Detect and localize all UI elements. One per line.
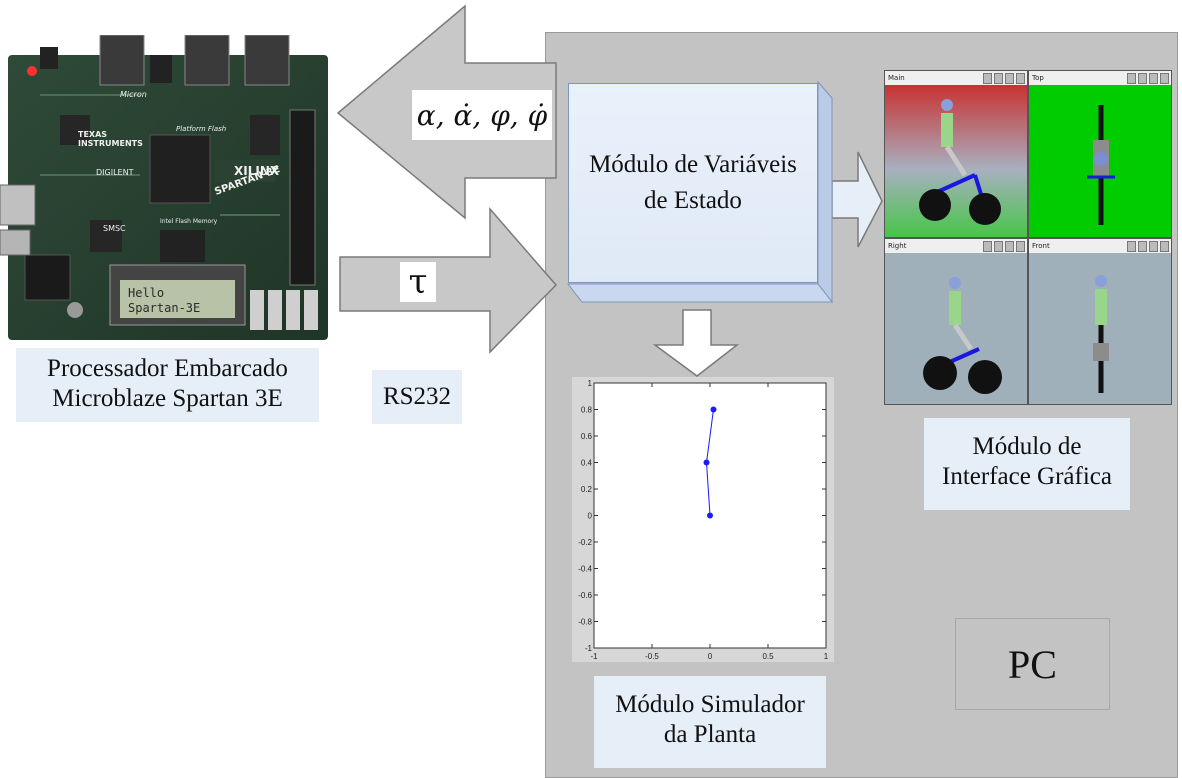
print-xilinx: XILINX — [234, 164, 280, 178]
view-front: Front — [1028, 238, 1172, 405]
x-tick-label: -1 — [590, 652, 598, 661]
bike-figure-front — [1029, 253, 1171, 404]
simulator-label-line1: Módulo Simulador — [615, 691, 805, 718]
simulator-label: Módulo Simulador da Planta — [594, 676, 826, 768]
torque-text: τ — [408, 262, 428, 302]
series-point — [707, 512, 713, 519]
view-top: Top — [1028, 70, 1172, 238]
x-tick-label: 1 — [824, 652, 829, 661]
lcd-line1: Hello — [128, 286, 164, 300]
series-point — [710, 406, 717, 413]
bike-figure-right — [885, 253, 1027, 404]
state-module-line1: Módulo de Variáveis — [589, 151, 797, 178]
plot-svg: -1 -0.5 0 0.5 1 1 0.8 0.6 0.4 0.2 0 -0.2 -0.4 -0.6 -0.… — [578, 379, 829, 661]
x-tick-label: -0.5 — [645, 652, 659, 661]
view-right: Right — [884, 238, 1028, 405]
state-module-box: Módulo de Variáveis de Estado — [568, 83, 818, 283]
state-module-line2: de Estado — [644, 187, 742, 214]
y-tick-label: 0.6 — [581, 432, 593, 441]
print-platform: Platform Flash — [176, 125, 226, 133]
series-point — [703, 459, 710, 466]
processor-label-line1: Processador Embarcado — [47, 355, 288, 382]
view-main-title: Main — [888, 74, 905, 82]
fpga-board-image: TEXAS INSTRUMENTS Micron XILINX DIGILENT… — [0, 35, 328, 340]
rs232-text: RS232 — [382, 383, 452, 410]
view-right-title: Right — [888, 242, 907, 250]
gui-label-line2: Interface Gráfica — [942, 463, 1112, 490]
state-to-gui-arrow — [831, 151, 883, 248]
gui-label: Módulo de Interface Gráfica — [924, 418, 1130, 510]
lcd-line2: Spartan-3E — [128, 301, 200, 315]
bike-figure-top — [1029, 85, 1171, 237]
state-box-depth — [566, 80, 834, 304]
print-smsc: SMSC — [103, 224, 126, 233]
simulator-plot: -1 -0.5 0 0.5 1 1 0.8 0.6 0.4 0.2 0 -0.2 -0.4 -0.6 -0.… — [572, 377, 834, 662]
print-micron: Micron — [120, 90, 147, 99]
print-flash: Intel Flash Memory — [160, 218, 218, 225]
x-tick-label: 0.5 — [762, 652, 774, 661]
simulator-label-line2: da Planta — [663, 721, 757, 748]
y-tick-label: 0.2 — [581, 485, 593, 494]
processor-label-line2: Microblaze Spartan 3E — [52, 385, 283, 412]
torque-arrow — [339, 206, 558, 354]
print-digilent: DIGILENT — [96, 168, 134, 177]
processor-label: Processador Embarcado Microblaze Spartan… — [16, 348, 319, 422]
y-tick-label: -0.8 — [578, 618, 592, 627]
y-tick-label: -0.2 — [578, 538, 592, 547]
print-instruments: INSTRUMENTS — [78, 139, 143, 148]
view-top-title: Top — [1032, 74, 1044, 82]
y-tick-label: -1 — [585, 644, 593, 653]
bike-figure-main — [885, 85, 1027, 237]
rs232-label: RS232 — [372, 370, 462, 424]
torque-label: τ — [400, 262, 436, 302]
y-tick-label: 0.8 — [581, 406, 593, 415]
y-tick-label: 1 — [588, 379, 593, 388]
pc-label: PC — [955, 618, 1110, 710]
print-texas: TEXAS — [78, 130, 107, 139]
view-front-title: Front — [1032, 242, 1050, 250]
pc-label-text: PC — [1008, 641, 1057, 687]
view-main: Main — [884, 70, 1028, 238]
state-vars-text: α, α̇, φ, φ̇ — [416, 98, 548, 132]
x-tick-label: 0 — [708, 652, 713, 661]
y-tick-label: -0.6 — [578, 591, 592, 600]
state-to-sim-arrow — [652, 309, 740, 377]
gui-label-line1: Módulo de — [972, 433, 1082, 460]
gui-views: Main Top Right — [884, 70, 1172, 405]
y-tick-label: -0.4 — [578, 565, 592, 574]
y-tick-label: 0 — [588, 512, 593, 521]
y-tick-label: 0.4 — [581, 459, 593, 468]
state-vars-label: α, α̇, φ, φ̇ — [412, 90, 552, 140]
